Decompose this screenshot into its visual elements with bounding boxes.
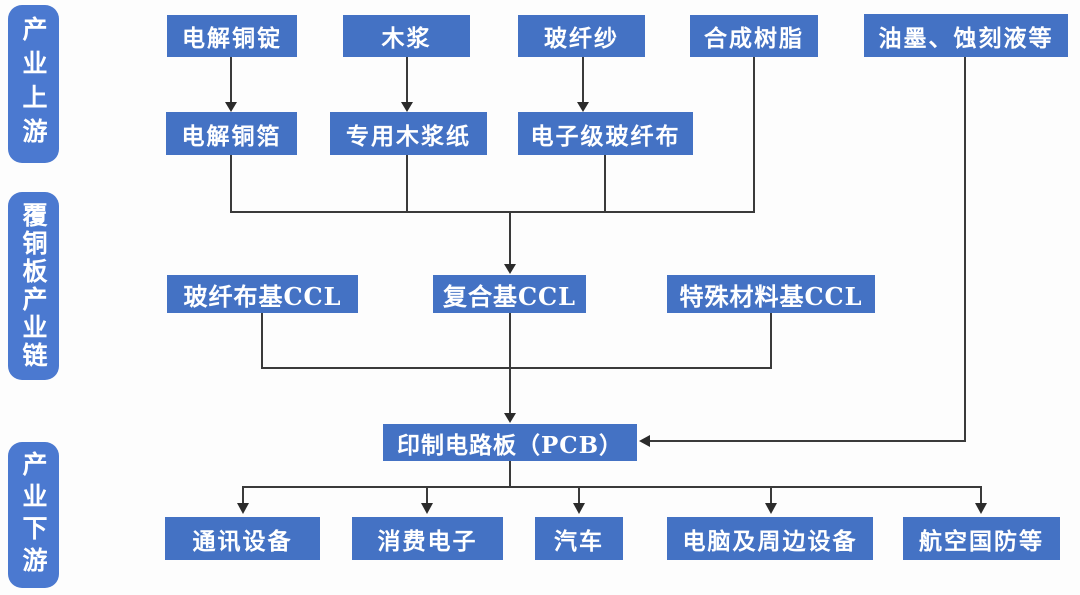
stage-label-upstream: 产业上游: [8, 5, 59, 163]
node-consumer-electronics: 消费电子: [352, 517, 503, 560]
arrowhead-to-consumer: [421, 503, 433, 514]
node-synthetic-resin: 合成树脂: [690, 15, 818, 57]
node-pcb: 印制电路板（PCB）: [383, 424, 637, 461]
node-electrolytic-copper-foil: 电解铜箔: [166, 112, 297, 155]
node-special-wood-pulp-paper: 专用木浆纸: [330, 112, 487, 155]
stage-label-ccl-chain: 覆铜板产业链: [8, 192, 59, 380]
node-computer-peripherals: 电脑及周边设备: [667, 517, 873, 560]
arrowhead-to-ccl: [504, 264, 516, 274]
node-special-material-ccl: 特殊材料基CCL: [667, 275, 875, 313]
arrowhead-to-computer: [765, 503, 777, 514]
node-glass-cloth-ccl: 玻纤布基CCL: [167, 275, 358, 313]
edge-ink-to-pcb: [650, 57, 966, 442]
node-electronic-glass-cloth: 电子级玻纤布: [518, 112, 693, 155]
node-electrolytic-copper-ingot: 电解铜锭: [167, 15, 297, 57]
arrowhead-ink-to-pcb: [639, 435, 650, 447]
arrowhead-to-aero: [975, 503, 987, 514]
node-ink-etchant: 油墨、蚀刻液等: [864, 14, 1068, 57]
arrowhead-pulp-to-paper: [401, 102, 413, 112]
arrowhead-to-pcb: [504, 413, 516, 423]
node-composite-ccl: 复合基CCL: [433, 275, 586, 313]
arrowhead-to-comm: [237, 503, 249, 514]
node-wood-pulp: 木浆: [343, 15, 470, 57]
arrowhead-yarn-to-cloth: [577, 102, 589, 112]
node-aerospace-defense: 航空国防等: [903, 517, 1060, 560]
node-automobile: 汽车: [535, 517, 623, 560]
arrowhead-to-auto: [573, 503, 585, 514]
arrowhead-ingot-to-foil: [225, 102, 237, 112]
stage-label-downstream: 产业下游: [8, 442, 59, 588]
node-communication-equipment: 通讯设备: [165, 517, 320, 560]
node-glass-fiber-yarn: 玻纤纱: [518, 15, 645, 57]
